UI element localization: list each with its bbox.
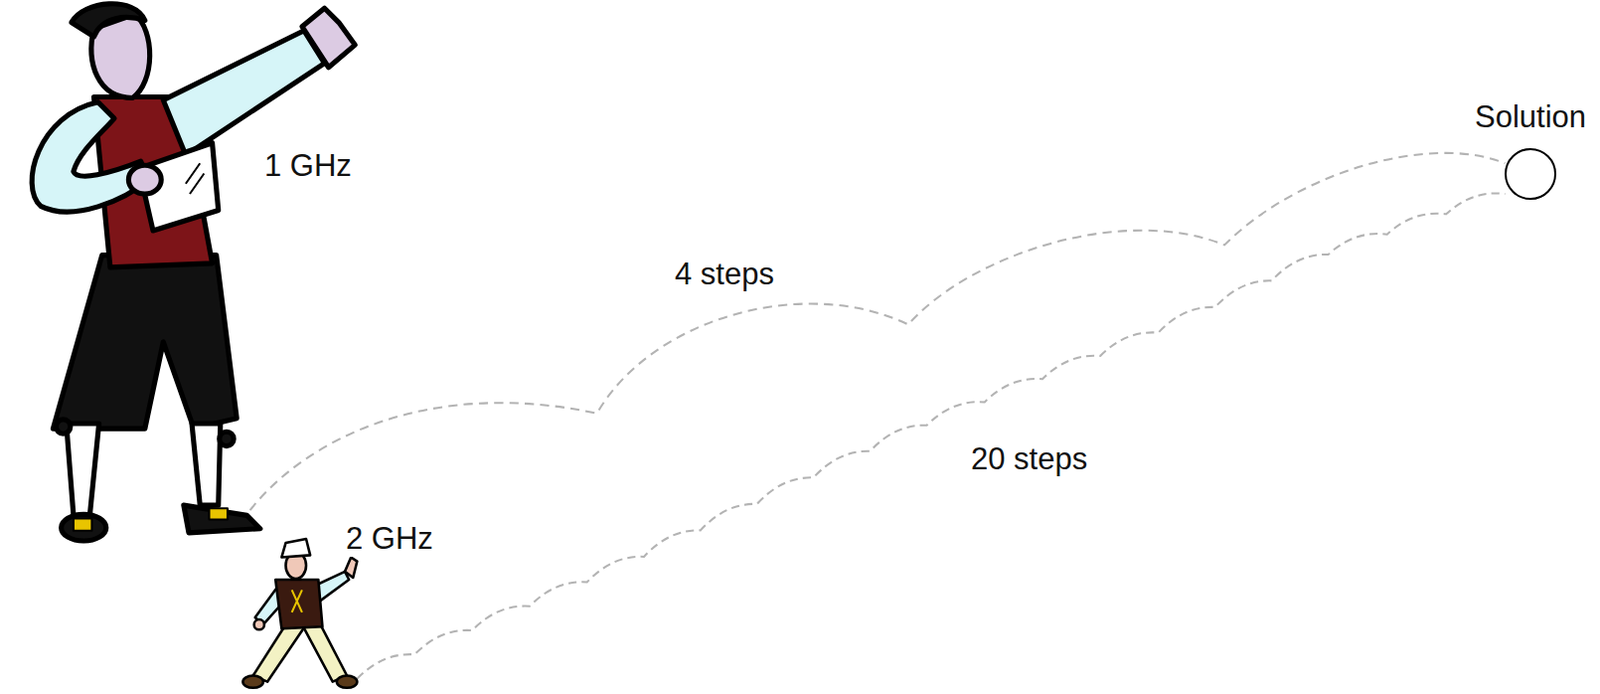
solution-circle: Solution	[1470, 99, 1591, 203]
step-count: 20 steps	[967, 441, 1091, 478]
circle-shape	[1505, 149, 1556, 199]
clock-label: 1 GHz	[261, 148, 355, 184]
big-steps-path	[250, 153, 1506, 510]
clock-label: 2 GHz	[342, 520, 437, 557]
small-steps-path	[356, 192, 1505, 678]
step-count: 4 steps	[671, 256, 778, 293]
large-man	[31, 3, 355, 541]
node-heading: Solution	[1470, 99, 1591, 136]
small-man	[242, 538, 357, 688]
